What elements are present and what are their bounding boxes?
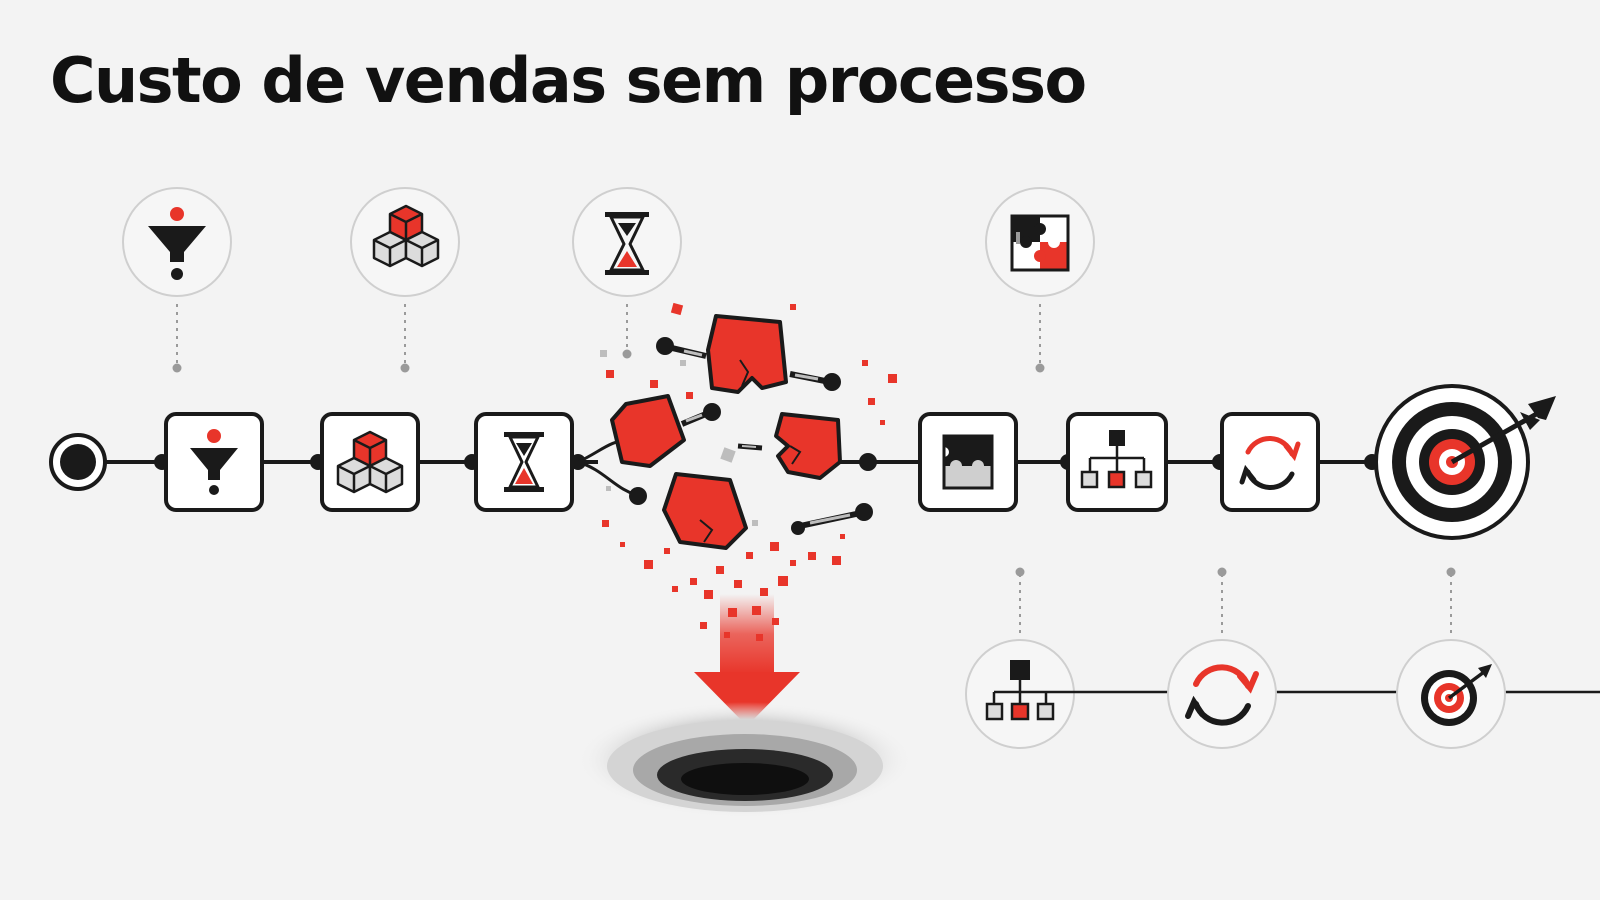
target-icon: [1374, 384, 1556, 540]
puzzle-icon: [939, 434, 994, 490]
step-funnel: [164, 412, 264, 512]
callout-funnel: [122, 187, 232, 297]
broken-block-icon: [610, 394, 686, 468]
hierarchy-icon: [1080, 430, 1153, 489]
broken-connector: [680, 403, 721, 427]
broken-block-icon: [706, 314, 788, 394]
step-puzzle: [918, 412, 1018, 512]
broken-connector: [791, 503, 873, 535]
down-arrow-icon: [694, 594, 800, 726]
broken-section: [577, 302, 897, 641]
callout-puzzle: [985, 187, 1095, 297]
puzzle-icon: [1010, 214, 1070, 272]
page-title: Custo de vendas sem processo: [50, 44, 1087, 117]
callout-cubes: [350, 187, 460, 297]
step-hierarchy: [1066, 412, 1168, 512]
step-cubes: [320, 412, 420, 512]
broken-connector: [656, 337, 707, 359]
start-dot-icon: [49, 433, 107, 491]
hourglass-icon: [605, 212, 649, 275]
cycle-arrows-icon: [1239, 436, 1301, 490]
debris-gray-particles: [600, 350, 758, 526]
step-cycle: [1220, 412, 1320, 512]
callout-target: [1396, 639, 1506, 749]
callout-hourglass: [572, 187, 682, 297]
cubes-icon: [336, 430, 404, 494]
funnel-icon: [148, 207, 206, 280]
step-hourglass: [474, 412, 574, 512]
broken-connector: [789, 371, 841, 391]
broken-connector: [629, 487, 647, 505]
funnel-icon: [190, 429, 238, 495]
hourglass-icon: [504, 432, 544, 492]
callout-connector-dots: [172, 349, 1456, 577]
cubes-icon: [372, 204, 440, 268]
callout-connectors: [176, 304, 1452, 636]
target-icon: [1421, 664, 1492, 726]
callout-cycle: [1167, 639, 1277, 749]
hole-icon: [577, 702, 913, 818]
broken-block-icon: [662, 472, 748, 550]
hierarchy-icon: [985, 660, 1600, 721]
broken-block-icon: [774, 412, 842, 480]
cycle-arrows-icon: [1185, 664, 1259, 726]
broken-connector: [720, 443, 763, 463]
